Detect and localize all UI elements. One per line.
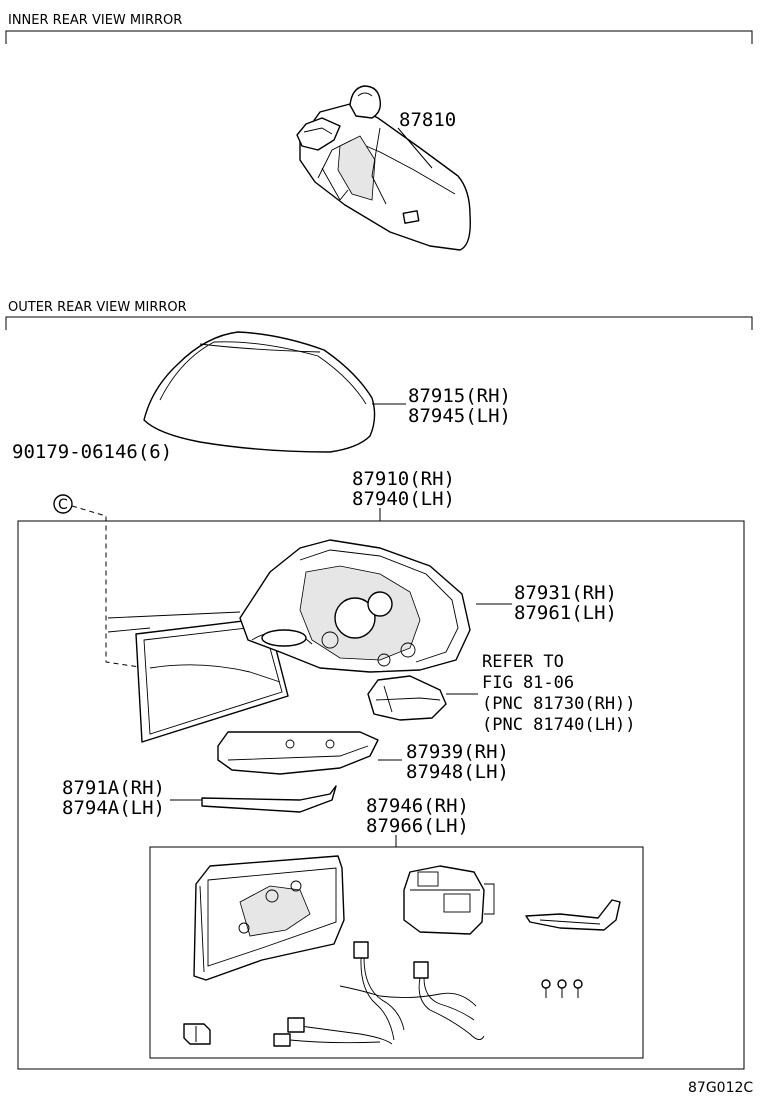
refer-note: REFER TO FIG 81-06 (PNC 81730(RH)) (PNC … [482,652,636,735]
inner-section-bracket [5,30,753,44]
mirror-glass-plate [107,611,289,743]
refer-line1: REFER TO [482,652,564,672]
screw-90179: C [53,494,73,514]
outer-section-title: OUTER REAR VIEW MIRROR [8,300,187,315]
assembly-frame [17,520,745,1070]
part-87939: 87939(RH) [406,741,509,763]
refer-line2: FIG 81-06 [482,673,574,693]
wire-harness-drawing [273,941,485,1047]
subassembly-frame [149,846,644,1059]
part-87931: 87931(RH) [514,582,617,604]
figure-code: 87G012C [688,1080,753,1096]
part-87940: 87940(LH) [352,488,455,510]
inner-section-title: INNER REAR VIEW MIRROR [8,13,182,28]
inner-section-header: INNER REAR VIEW MIRROR [5,13,753,44]
outer-section-bracket [5,316,753,330]
refer-line3: (PNC 81730(RH)) [482,694,636,714]
part-8794A: 8794A(LH) [62,797,165,819]
part-90179: 90179-06146(6) [12,441,172,463]
lower-cover-drawing [217,731,402,775]
leader-87810 [397,127,433,169]
part-8791A: 8791A(RH) [62,777,165,799]
part-87915: 87915(RH) [408,385,511,407]
part-87945: 87945(LH) [408,405,511,427]
turn-signal-drawing [367,675,478,721]
small-screws-drawing [541,979,583,998]
refer-line4: (PNC 81740(LH)) [482,715,636,735]
part-87946: 87946(RH) [366,795,469,817]
part-87961: 87961(LH) [514,602,617,624]
clip-block-drawing [183,1023,211,1045]
actuator-bracket-drawing [193,855,345,981]
dashed-leader-90179 [71,505,147,669]
fastener-mark: C [58,497,68,513]
outer-section-header: OUTER REAR VIEW MIRROR [5,300,753,330]
inner-mirror-drawing [296,85,471,251]
part-87810: 87810 [399,109,456,131]
part-87966: 87966(LH) [366,815,469,837]
garnish-strip-drawing [201,785,337,813]
mirror-body-drawing [149,539,512,683]
part-87948: 87948(LH) [406,761,509,783]
mirror-cover-drawing [143,331,406,453]
actuator-motor-drawing [403,865,495,935]
part-87910: 87910(RH) [352,468,455,490]
clip-part-drawing [525,899,621,931]
